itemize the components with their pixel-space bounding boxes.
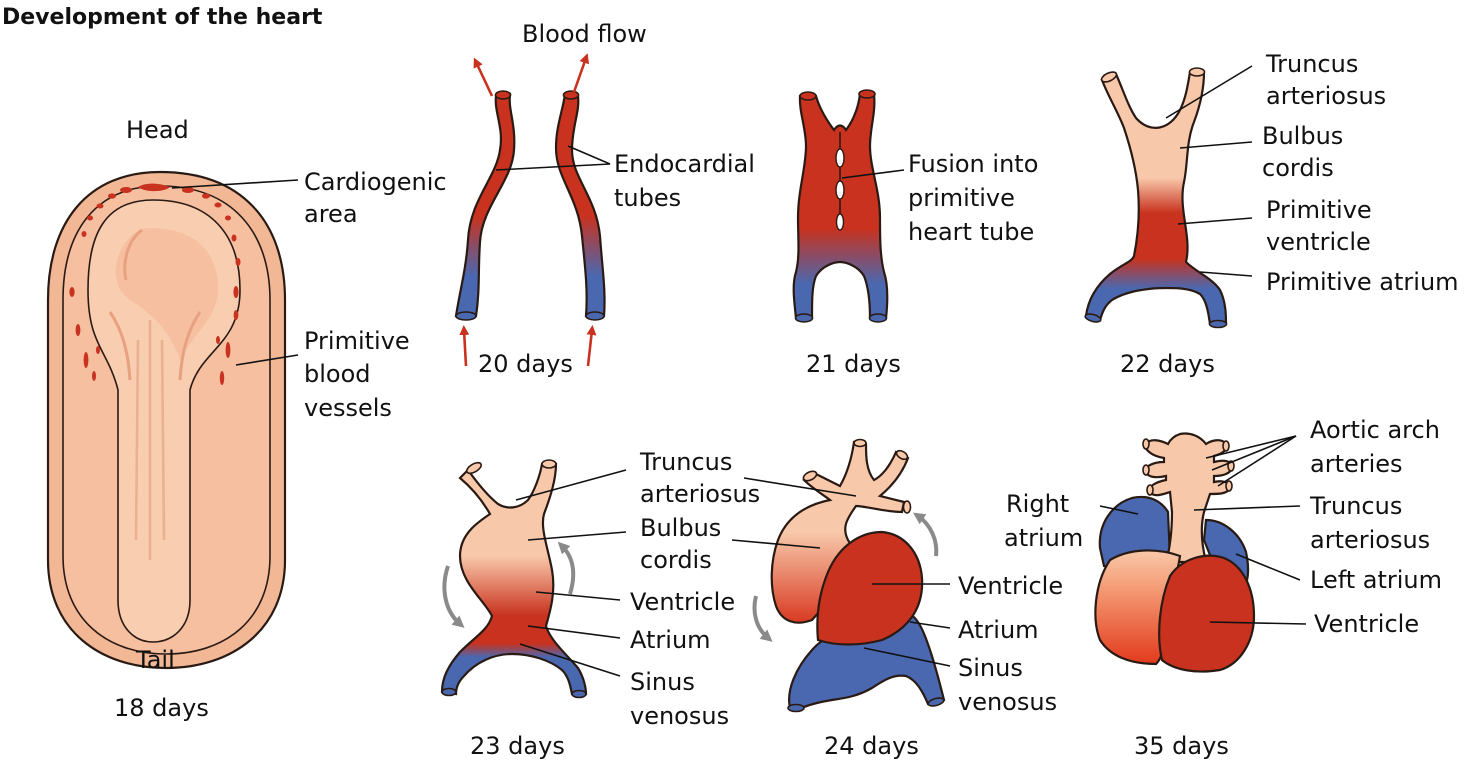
embryo-18-days <box>46 170 287 670</box>
bulbus-23-line1: Bulbus <box>640 514 721 542</box>
aortic-35-line1: Aortic arch <box>1310 416 1440 444</box>
caption-21-days: 21 days <box>806 350 901 378</box>
right-atrium-line2: atrium <box>1004 524 1083 552</box>
fusion-label-line3: heart tube <box>908 218 1034 246</box>
leader-right-atrium <box>1099 505 1139 515</box>
cardiogenic-patches <box>69 183 241 385</box>
fusion-label-line2: primitive <box>908 184 1015 212</box>
leader-truncus-23 <box>515 469 627 501</box>
caption-22-days: 22 days <box>1120 350 1215 378</box>
vessels-label-line2: blood <box>304 360 371 388</box>
truncus-35-line1: Truncus <box>1309 492 1402 520</box>
leader-left-atrium <box>1235 553 1301 581</box>
caption-20-days: 20 days <box>478 350 573 378</box>
caption-35-days: 35 days <box>1134 732 1229 760</box>
flow-in-arrow-right <box>586 325 597 367</box>
endocardial-tubes-20-days <box>454 53 606 367</box>
leader-blood-vessels <box>235 354 299 366</box>
right-atrium-line1: Right <box>1006 490 1069 518</box>
rotation-arrow-left-24 <box>752 595 773 642</box>
aortic-35-line2: arteries <box>1310 450 1403 478</box>
rotation-arrow-left-23 <box>442 565 465 628</box>
leader-ventricle-22 <box>1177 217 1253 225</box>
tail-label: Tail <box>135 646 175 674</box>
ventricle-35: Ventricle <box>1314 610 1419 638</box>
leader-aortic-2 <box>1211 435 1297 471</box>
ventricle-22-line1: Primitive <box>1266 196 1372 224</box>
leader-ventricle-23 <box>535 591 621 601</box>
leader-bulbus-23-right <box>731 539 821 549</box>
atrium-24: Atrium <box>958 616 1039 644</box>
leader-truncus-35 <box>1193 505 1301 511</box>
leader-atrium-24 <box>909 621 951 629</box>
caption-24-days: 24 days <box>824 732 919 760</box>
leader-ventricle-35 <box>1209 621 1307 625</box>
rotation-arrow-right-24 <box>913 512 939 557</box>
left-atrium-35: Left atrium <box>1310 566 1442 594</box>
truncus-35-line2: arteriosus <box>1310 526 1430 554</box>
endocardial-label-line2: tubes <box>614 184 681 212</box>
heart-tube-22-days <box>1084 67 1228 329</box>
leader-truncus-23-right <box>743 477 857 497</box>
leader-aortic-1 <box>1205 435 1297 459</box>
heart-35-days <box>1094 432 1256 673</box>
sinus-24-line1: Sinus <box>958 654 1023 682</box>
ventricle-24: Ventricle <box>958 572 1063 600</box>
truncus-22-line1: Truncus <box>1265 50 1358 78</box>
atrium-22: Primitive atrium <box>1266 268 1459 296</box>
leader-aortic-3 <box>1217 435 1297 487</box>
sinus-24-line2: venosus <box>958 688 1057 716</box>
ventricle-22-line2: ventricle <box>1266 228 1371 256</box>
leader-endocardial-tubes <box>495 145 611 171</box>
heart-looping-24-days <box>752 438 946 713</box>
truncus-23-line1: Truncus <box>639 448 732 476</box>
bulbus-23-line2: cordis <box>640 546 712 574</box>
leader-truncus-22 <box>1165 65 1253 119</box>
sinus-23-line1: Sinus <box>630 668 695 696</box>
cardiogenic-label-line2: area <box>304 200 358 228</box>
sinus-23-line2: venosus <box>630 702 729 730</box>
leader-bulbus-22 <box>1179 141 1253 149</box>
cardiogenic-label-line1: Cardiogenic <box>304 168 447 196</box>
vessels-label-line3: vessels <box>304 394 392 422</box>
rotation-arrow-right-23 <box>557 541 576 595</box>
leader-atrium-23 <box>527 625 621 639</box>
truncus-23-line2: arteriosus <box>640 480 760 508</box>
flow-out-arrow-left <box>473 57 494 97</box>
blood-flow-label: Blood flow <box>522 20 647 48</box>
leader-cardiogenic <box>171 179 299 189</box>
endocardial-label-line1: Endocardial <box>614 150 755 178</box>
heart-tube-23-days <box>440 459 588 699</box>
leader-fusion <box>841 169 905 179</box>
vessels-label-line1: Primitive <box>304 327 410 355</box>
head-label: Head <box>126 116 189 144</box>
bulbus-22-line1: Bulbus <box>1262 122 1343 150</box>
fusion-heart-tube-21-days <box>792 89 889 323</box>
leader-sinus-24 <box>863 647 951 667</box>
leader-bulbus-23 <box>527 531 627 541</box>
caption-23-days: 23 days <box>470 732 565 760</box>
bulbus-22-line2: cordis <box>1262 154 1334 182</box>
caption-18-days: 18 days <box>114 694 209 722</box>
fusion-label-line1: Fusion into <box>908 150 1038 178</box>
atrium-23: Atrium <box>630 626 711 654</box>
leader-sinus-23 <box>519 643 621 677</box>
flow-in-arrow-left <box>459 325 470 367</box>
ventricle-23: Ventricle <box>630 588 735 616</box>
truncus-22-line2: arteriosus <box>1266 82 1386 110</box>
flow-out-arrow-right <box>572 53 590 93</box>
leader-atrium-22 <box>1199 271 1253 277</box>
figure-title: Development of the heart <box>2 5 323 30</box>
